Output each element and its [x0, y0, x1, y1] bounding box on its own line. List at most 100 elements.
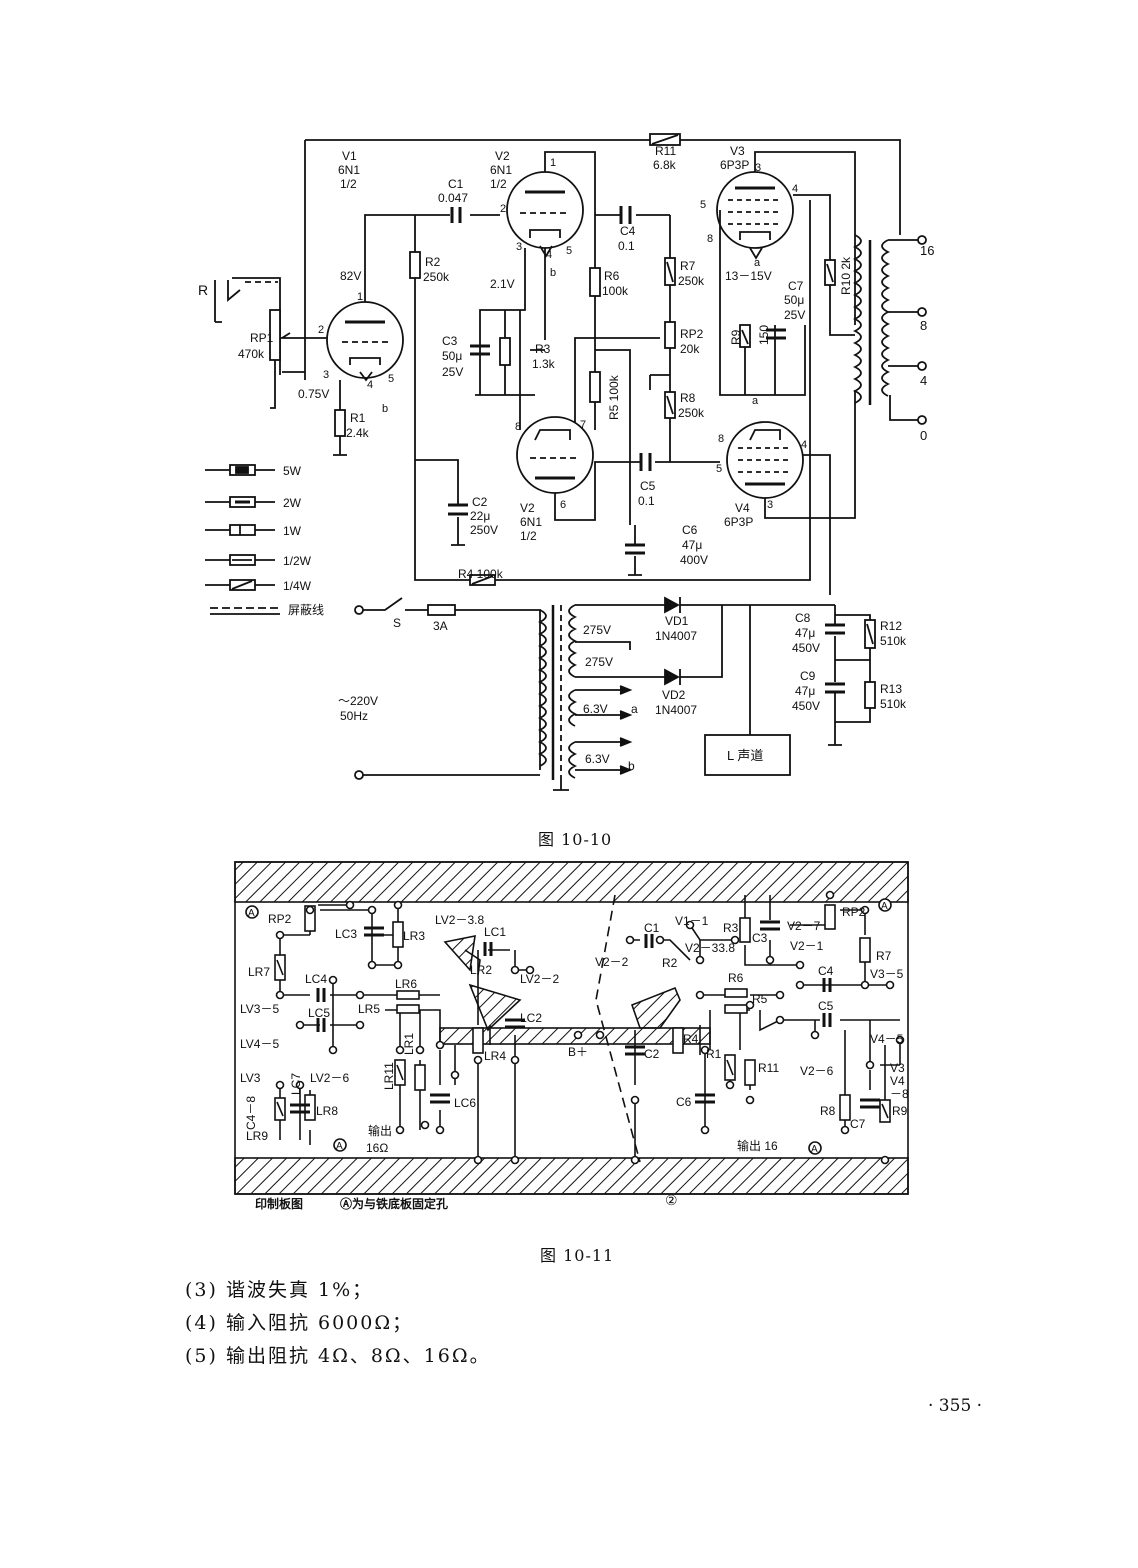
pcb-label: V2－1 — [790, 939, 824, 953]
heater-a-tag: a — [631, 702, 638, 716]
pcb-r7 — [859, 937, 871, 963]
v1-plate-wire — [364, 214, 500, 302]
pcb-label: C7 — [850, 1117, 866, 1131]
capacitor-c2 — [448, 503, 468, 516]
tube-v3 — [716, 171, 794, 260]
spec-harmonic-distortion: (3) 谐波失真 1%； — [185, 1279, 374, 1301]
resistor-r3 — [499, 337, 511, 366]
capacitor-c5 — [639, 453, 652, 471]
svg-text:2: 2 — [318, 324, 324, 336]
pcb-label: V2－7 — [787, 919, 821, 933]
resistor-r13 — [864, 681, 876, 709]
r13-label: R13 — [880, 682, 902, 696]
svg-text:8: 8 — [707, 233, 713, 245]
r7-value: 250k — [678, 274, 705, 288]
rp2-value: 20k — [680, 342, 700, 356]
rp2-label: RP2 — [680, 327, 704, 341]
svg-text:a: a — [754, 257, 761, 269]
c4-value: 0.1 — [618, 239, 635, 253]
svg-text:b: b — [382, 403, 388, 415]
r4-label: R4 100k — [458, 567, 504, 581]
pcb-r8 — [839, 1094, 851, 1121]
pcb-rp2 — [824, 904, 836, 930]
pcb-label: V4－5 — [870, 1032, 904, 1046]
pcb-label: LC5 — [308, 1006, 330, 1020]
vd2-value: 1N4007 — [655, 703, 697, 717]
pcb-label: LV4－5 — [240, 1037, 279, 1051]
svg-text:b: b — [550, 267, 556, 279]
svg-text:5: 5 — [388, 373, 394, 385]
winding-275v-a: 275V — [583, 623, 611, 637]
spec-output-impedance: (5) 输出阻抗 4Ω、8Ω、16Ω。 — [185, 1345, 491, 1367]
v2b-part: 1/2 — [520, 529, 537, 543]
input-label: R — [198, 282, 208, 298]
capacitor-c7 — [766, 328, 786, 340]
pcb-label: V1－1 — [675, 914, 709, 928]
resistor-r11 — [649, 133, 681, 146]
legend-quarter-w: 1/4W — [283, 579, 312, 593]
output-0-label: 0 — [920, 428, 927, 443]
pcb-lr3 — [392, 921, 404, 948]
svg-text:4: 4 — [367, 379, 373, 391]
r3-label: R3 — [535, 342, 551, 356]
pcb-layout-diagram: A A A A RP2 LC3 LR3 LR7 LC4 LV3－5 LR6 LR… — [234, 861, 909, 1211]
pcb-label: V3 — [890, 1061, 905, 1075]
svg-text:5: 5 — [716, 463, 722, 475]
pcb-label: B＋ — [568, 1045, 588, 1059]
pcb-label: V2－6 — [800, 1064, 834, 1078]
svg-text:a: a — [752, 395, 759, 407]
mounting-hole — [245, 905, 259, 919]
svg-text:8: 8 — [718, 433, 724, 445]
svg-text:7: 7 — [580, 419, 586, 431]
capacitor-c1 — [450, 207, 462, 223]
diode-vd1 — [664, 596, 681, 614]
pcb-label: C3 — [752, 931, 768, 945]
pcb-lr8 — [304, 1094, 316, 1121]
pcb-label: LC1 — [484, 925, 506, 939]
c3-value: 50μ — [442, 349, 462, 363]
svg-text:4: 4 — [546, 249, 552, 261]
c2-label: C2 — [472, 495, 488, 509]
spec-input-impedance: (4) 输入阻抗 6000Ω； — [185, 1312, 414, 1334]
fuse-label: 3A — [433, 619, 448, 633]
pcb-r3 — [739, 917, 751, 943]
svg-text:3: 3 — [516, 241, 522, 253]
pcb-label: R9 — [892, 1104, 908, 1118]
pcb-label: C4 — [818, 964, 834, 978]
resistor-r10 — [824, 259, 836, 286]
vd1-label: VD1 — [665, 614, 689, 628]
legend-2w: 2W — [283, 496, 302, 510]
pcb-label: R8 — [820, 1104, 836, 1118]
v2-cathode-voltage: 2.1V — [490, 277, 515, 291]
rp1-value: 470k — [238, 347, 265, 361]
r8-label: R8 — [680, 391, 696, 405]
c3-label: C3 — [442, 334, 458, 348]
pcb-label: LR7 — [248, 965, 270, 979]
v2a-type: 6N1 — [490, 163, 512, 177]
vd1-value: 1N4007 — [655, 629, 697, 643]
r11-label: R11 — [655, 144, 676, 158]
r12-value: 510k — [880, 634, 907, 648]
pcb-lr5 — [396, 1004, 420, 1014]
pcb-lr11 — [394, 1059, 406, 1086]
pcb-label: V4 — [890, 1074, 905, 1088]
pcb-label: LR8 — [316, 1104, 338, 1118]
svg-text:5: 5 — [700, 199, 706, 211]
pcb-split-line — [595, 894, 641, 1163]
r11-value: 6.8k — [653, 158, 677, 172]
rp1-label: RP1 — [250, 331, 274, 345]
pad-lv2 — [443, 934, 476, 972]
v1-part: 1/2 — [340, 177, 357, 191]
pcb-label: 输出 16 — [737, 1138, 778, 1153]
v4-type: 6P3P — [724, 515, 753, 529]
r1-label: R1 — [350, 411, 366, 425]
pcb-label: R6 — [728, 971, 744, 985]
potentiometer-rp2 — [664, 321, 676, 349]
r3-value: 1.3k — [532, 357, 556, 371]
pcb-r9 — [879, 1099, 891, 1123]
c8-voltage: 450V — [792, 641, 820, 655]
c4-label: C4 — [620, 224, 636, 238]
pcb-label: C6 — [676, 1095, 692, 1109]
pcb-label: 输出 — [368, 1123, 392, 1138]
bottom-ground-bus — [234, 1157, 909, 1195]
